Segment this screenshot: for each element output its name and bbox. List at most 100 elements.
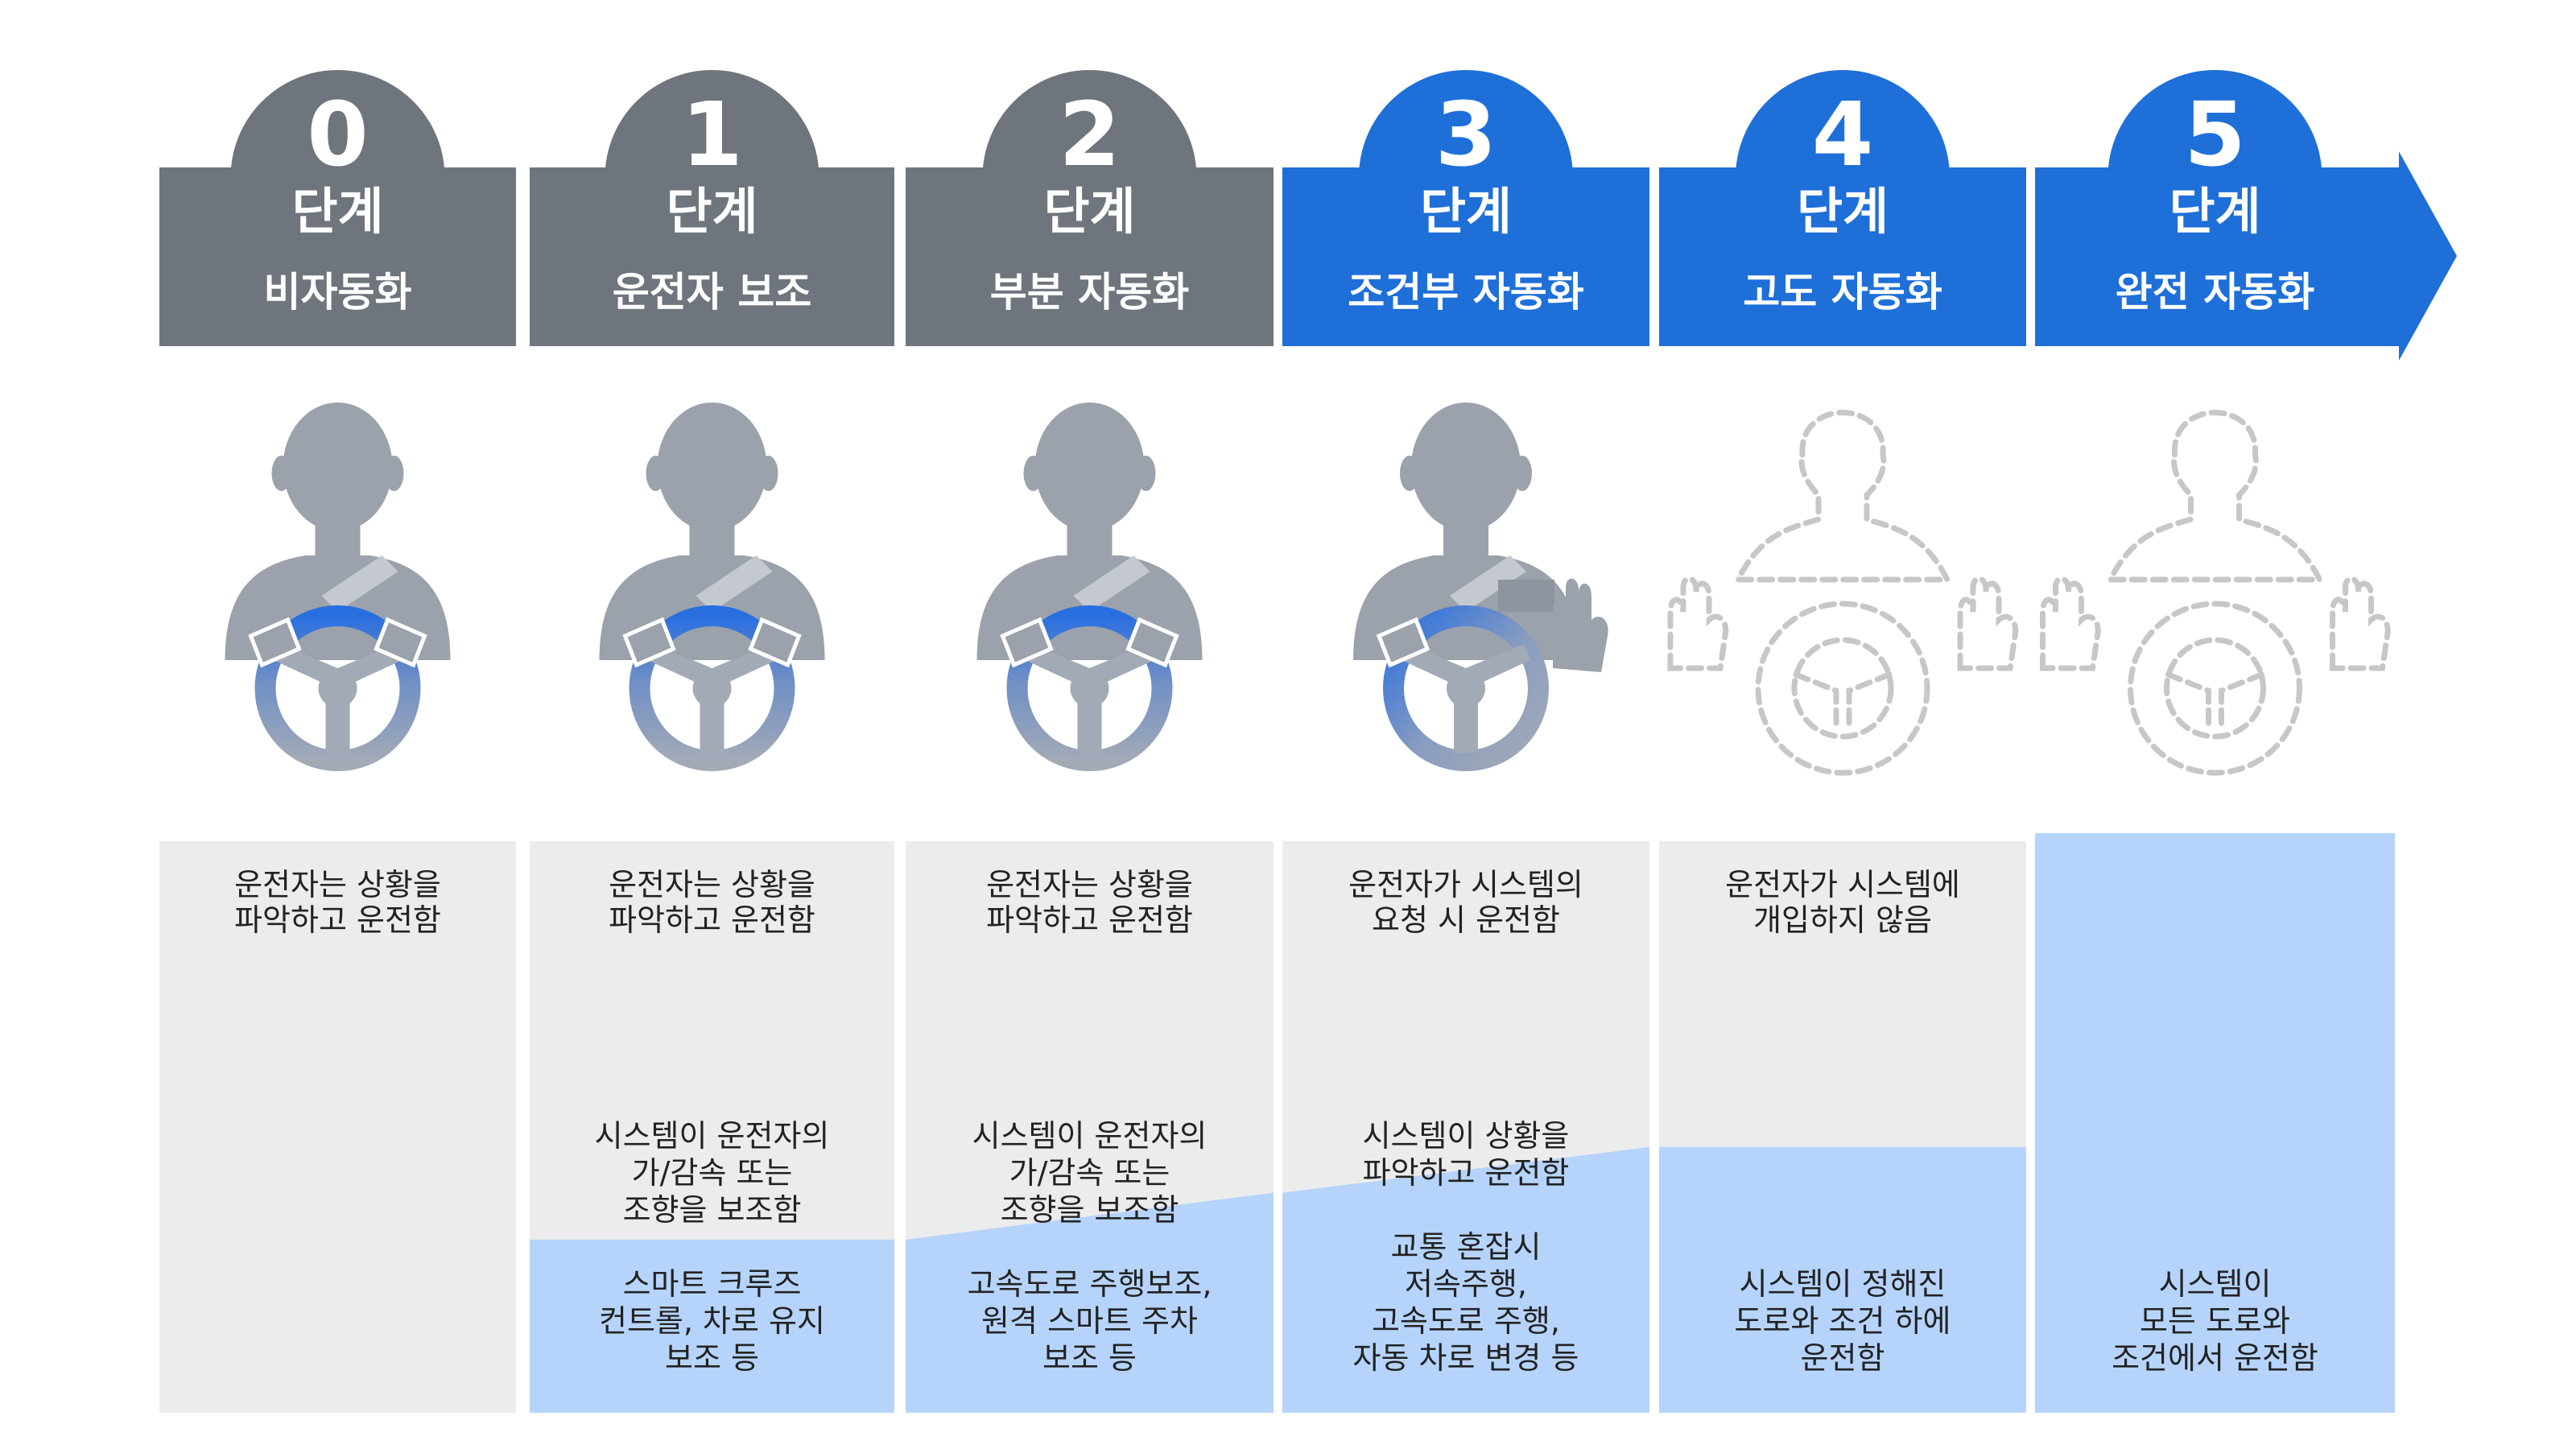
level-name: 고도 자동화 [1743, 269, 1942, 316]
level-word: 단계 [291, 182, 383, 241]
system-role-text: 시스템이 상황을 [1363, 1118, 1570, 1154]
level-header-box [1282, 167, 1649, 346]
system-role-text: 조건에서 운전함 [2112, 1340, 2318, 1376]
level-word: 단계 [1043, 182, 1135, 241]
system-role-text: 모든 도로와 [2140, 1303, 2290, 1339]
level-word: 단계 [1797, 182, 1889, 241]
driver-role-text: 파악하고 운전함 [986, 902, 1193, 938]
right-hand [374, 617, 427, 668]
level-word: 단계 [2169, 182, 2260, 241]
system-role-text: 고속도로 주행, [1372, 1303, 1560, 1339]
system-role-area [1659, 1146, 2026, 1413]
level-number: 2 [1059, 83, 1121, 186]
head [283, 402, 393, 531]
right-hand [1125, 617, 1179, 668]
system-role-text: 조향을 보조함 [1001, 1192, 1179, 1228]
system-role-area [530, 1239, 894, 1413]
level-name: 운전자 보조 [613, 269, 811, 316]
raised-hand [1553, 578, 1608, 672]
system-role-text: 스마트 크루즈 [623, 1266, 802, 1302]
level-header-box [1659, 167, 2026, 346]
system-role-text: 시스템이 운전자의 [595, 1118, 830, 1154]
driver-hands-on-wheel-icon [225, 402, 451, 771]
system-role-text: 보조 등 [665, 1340, 759, 1376]
system-role-area [1282, 1146, 1649, 1413]
level-header-box [159, 167, 516, 346]
system-role-text: 자동 차로 변경 등 [1353, 1340, 1579, 1376]
system-role-text: 보조 등 [1042, 1340, 1137, 1376]
level-word: 단계 [666, 182, 758, 241]
driver-hands-on-wheel-icon [976, 402, 1203, 771]
driver-hands-on-wheel-icon [599, 402, 825, 771]
driver-role-text: 파악하고 운전함 [234, 902, 441, 938]
head-outline [2105, 410, 2325, 583]
level-word: 단계 [1420, 182, 1512, 241]
driver-role-text: 파악하고 운전함 [609, 902, 815, 938]
system-role-area [2035, 833, 2395, 1413]
driver-role-text: 개입하지 않음 [1753, 902, 1932, 938]
driver-absent-dashed-icon [1667, 410, 2019, 776]
system-role-text: 시스템이 운전자의 [972, 1118, 1208, 1154]
left-hand [622, 617, 676, 668]
steering-wheel [629, 605, 795, 771]
system-role-text: 컨트롤, 차로 유지 [599, 1303, 825, 1339]
driver-role-text: 운전자가 시스템에 [1725, 867, 1960, 902]
system-role-text: 조향을 보조함 [623, 1192, 802, 1228]
head [1411, 402, 1521, 531]
driver-role-panel [159, 841, 516, 1413]
steering-wheel [254, 605, 421, 771]
system-role-text: 교통 혼잡시 [1391, 1229, 1542, 1265]
head-outline [1733, 410, 1952, 583]
system-role-text: 가/감속 또는 [1009, 1155, 1170, 1191]
driver-role-text: 운전자는 상황을 [609, 867, 815, 902]
driver-role-text: 운전자는 상황을 [234, 867, 441, 902]
level-name: 비자동화 [264, 269, 412, 316]
driver-role-text: 운전자는 상황을 [986, 867, 1193, 902]
system-role-text: 시스템이 정해진 [1740, 1266, 1946, 1302]
level-header-box [530, 167, 894, 346]
steering-wheel [1383, 605, 1549, 771]
level-name: 완전 자동화 [2116, 269, 2314, 316]
driver-absent-dashed-icon [2040, 410, 2391, 776]
driver-one-hand-raised-icon [1353, 402, 1608, 771]
system-role-text: 도로와 조건 하에 [1735, 1303, 1951, 1339]
system-role-text: 저속주행, [1405, 1266, 1527, 1302]
system-role-text: 가/감속 또는 [632, 1155, 793, 1191]
level-name: 조건부 자동화 [1348, 269, 1583, 316]
right-hand [748, 617, 802, 668]
level-number: 5 [2184, 83, 2246, 186]
driver-role-text: 요청 시 운전함 [1372, 902, 1560, 938]
left-hand [248, 617, 302, 668]
level-name: 부분 자동화 [990, 269, 1189, 316]
head [1034, 402, 1145, 531]
level-number: 0 [307, 83, 369, 186]
level-header-box [906, 167, 1274, 346]
level-number: 4 [1812, 83, 1874, 186]
level-number: 1 [681, 83, 743, 186]
system-role-text: 시스템이 [2159, 1266, 2272, 1302]
level-header-arrow [2035, 151, 2457, 361]
system-role-text: 원격 스마트 주차 [981, 1303, 1198, 1339]
system-role-text: 파악하고 운전함 [1363, 1155, 1570, 1191]
head [657, 402, 767, 531]
level-number: 3 [1435, 83, 1497, 186]
steering-wheel [1006, 605, 1173, 771]
system-role-area [906, 1192, 1274, 1413]
left-hand [1000, 617, 1054, 668]
driver-role-text: 운전자가 시스템의 [1348, 867, 1583, 902]
system-role-text: 고속도로 주행보조, [968, 1266, 1212, 1302]
system-role-text: 운전함 [1801, 1340, 1885, 1376]
